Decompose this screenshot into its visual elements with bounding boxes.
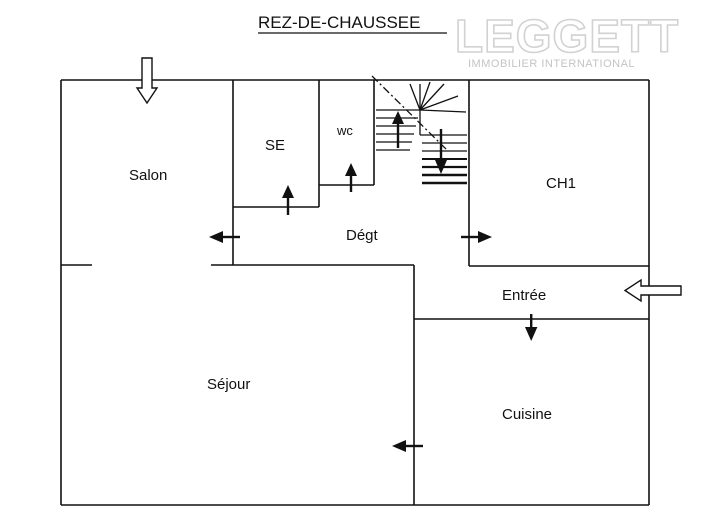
room-label-ch1: CH1 [546,175,576,192]
room-label-sejour: Séjour [207,376,250,393]
door-arrows [209,111,538,452]
room-label-se: SE [265,137,285,154]
watermark-tagline: IMMOBILIER INTERNATIONAL [468,58,635,70]
arrow-left-salon-icon [209,231,240,243]
salon-entry-arrow-icon [135,57,159,105]
leggett-watermark: LEGGETT IMMOBILIER INTERNATIONAL [454,9,679,70]
arrow-up-se-icon [282,185,294,215]
room-label-wc: wc [336,123,353,138]
main-entry-arrow-icon [623,278,682,303]
arrow-right-ch1-icon [461,231,492,243]
plan-title: REZ-DE-CHAUSSEE [258,13,420,32]
arrow-up-wc-icon [345,163,357,192]
walls [60,79,650,506]
room-label-salon: Salon [129,167,167,184]
room-label-degt: Dégt [346,227,379,244]
room-label-entree: Entrée [502,287,546,304]
staircase [371,75,467,185]
watermark-brand: LEGGETT [455,10,679,62]
arrow-down-cuisine-icon [525,314,538,341]
arrow-down-stairs-icon [435,129,447,174]
arrow-up-stairs-icon [392,111,404,148]
room-label-cuisine: Cuisine [502,406,552,423]
arrow-left-sejour-icon [392,440,423,452]
